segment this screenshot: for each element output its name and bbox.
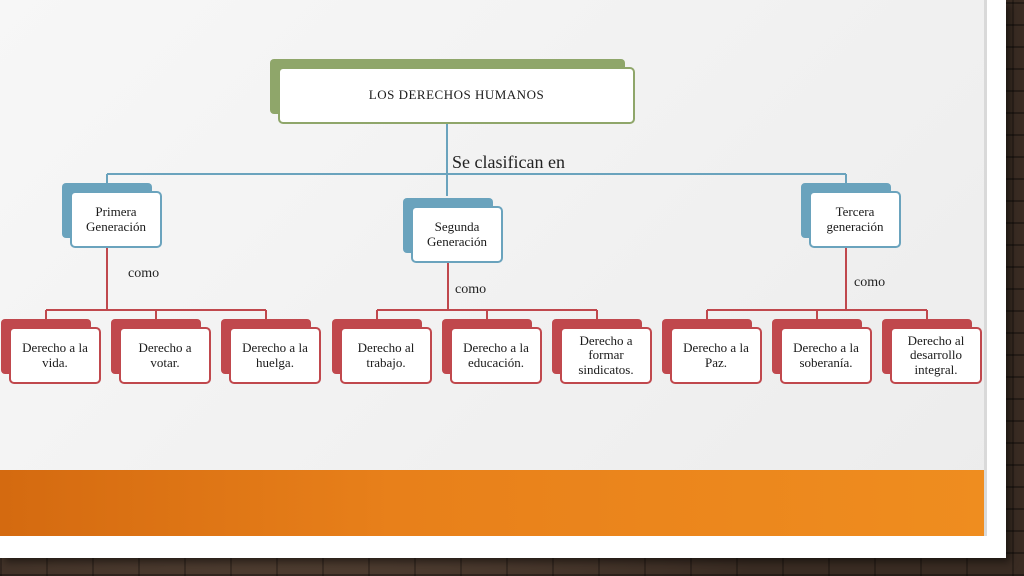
- connector-label-como: como: [854, 275, 886, 290]
- connector-label-como: como: [455, 282, 487, 297]
- generation-label: Segunda Generación: [411, 206, 503, 263]
- root-label: LOS DERECHOS HUMANOS: [278, 67, 635, 124]
- item-label: Derecho al trabajo.: [340, 327, 432, 384]
- generation-label: Primera Generación: [70, 191, 162, 248]
- connector-lines: [45, 124, 928, 326]
- orange-footer-band: [0, 470, 984, 536]
- item-label: Derecho a la Paz.: [670, 327, 762, 384]
- main-connector-label: Se clasifican en: [452, 152, 565, 172]
- item-label: Derecho a formar sindicatos.: [560, 327, 652, 384]
- item-label: Derecho a la huelga.: [229, 327, 321, 384]
- item-label: Derecho a la soberanía.: [780, 327, 872, 384]
- item-label: Derecho a la vida.: [9, 327, 101, 384]
- slide: LOS DERECHOS HUMANOS Se clasifican en Pr…: [0, 0, 1006, 558]
- item-label: Derecho al desarrollo integral.: [890, 327, 982, 384]
- connector-label-como: como: [128, 266, 160, 281]
- item-label: Derecho a la educación.: [450, 327, 542, 384]
- generation-label: Tercera generación: [809, 191, 901, 248]
- item-label: Derecho a votar.: [119, 327, 211, 384]
